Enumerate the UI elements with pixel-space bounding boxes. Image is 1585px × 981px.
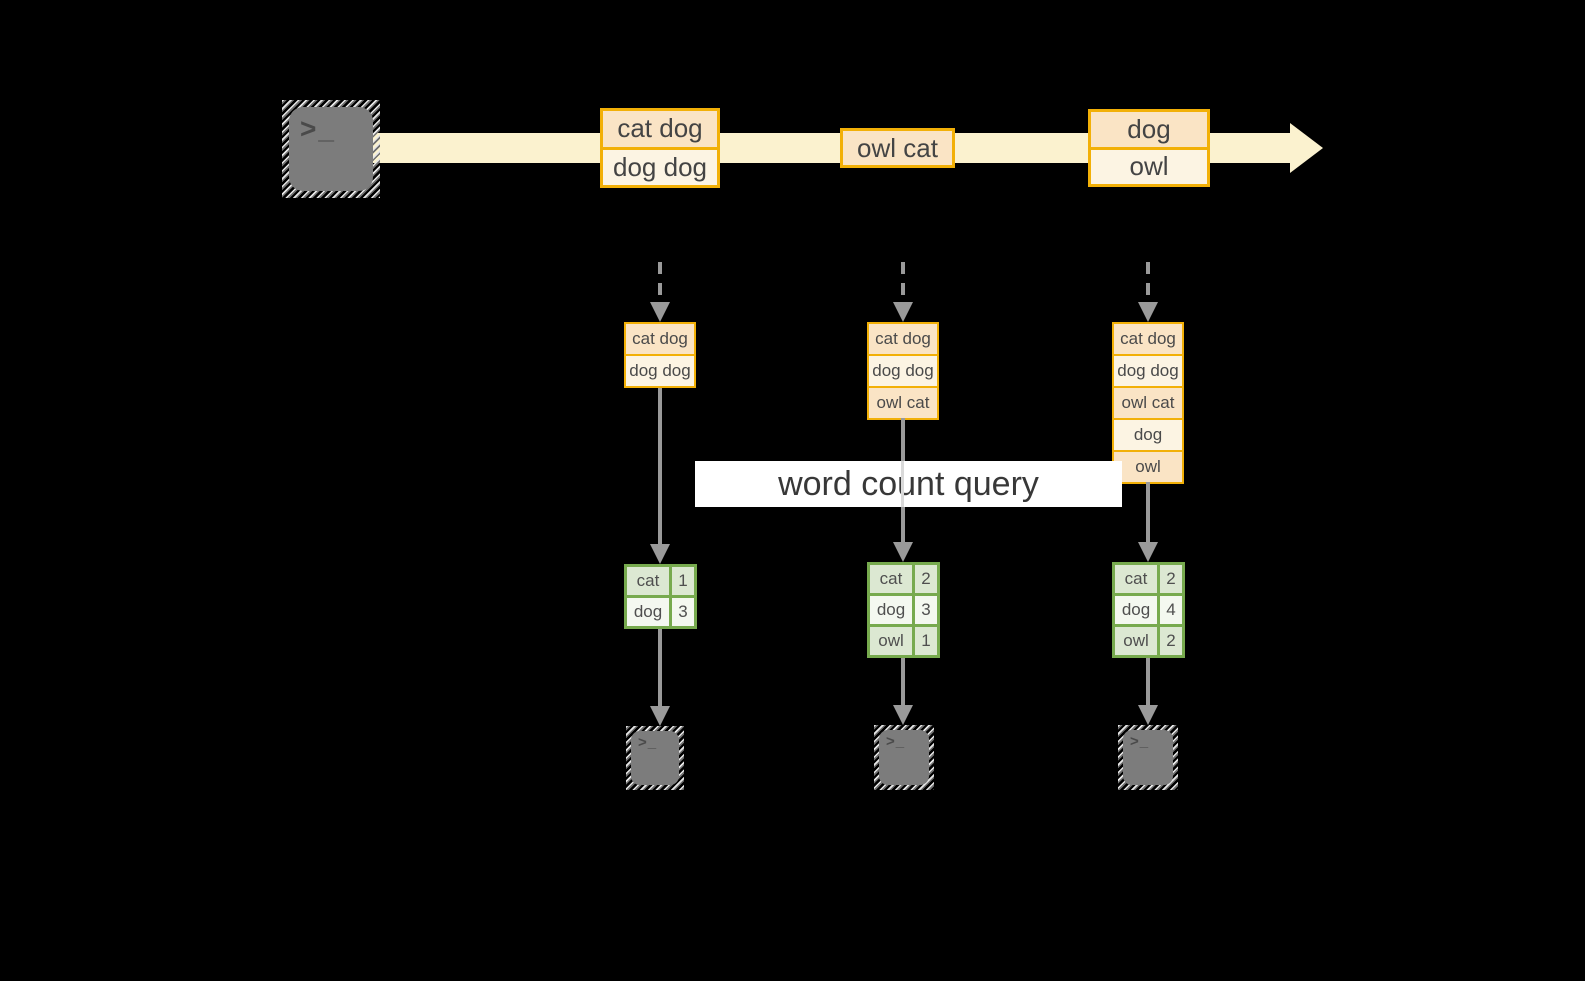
terminal-sink-body: >_ xyxy=(631,731,679,785)
output-arrow-2 xyxy=(901,658,905,705)
stack-row: cat dog xyxy=(626,324,694,354)
table-cell-word: cat xyxy=(627,567,669,595)
query-arrow-1 xyxy=(658,388,662,544)
wordcount-table-2: cat 2 dog 3 owl 1 xyxy=(867,562,940,658)
output-arrowhead-2-icon xyxy=(893,705,913,725)
wordcount-table-1: cat 1 dog 3 xyxy=(624,564,697,629)
terminal-sink-icon-3: >_ xyxy=(1118,725,1178,790)
table-cell-word: dog xyxy=(1115,596,1157,624)
query-arrowhead-1-icon xyxy=(650,544,670,564)
message-box-3: dog owl xyxy=(1088,109,1210,187)
table-cell-count: 2 xyxy=(915,565,937,593)
stack-row: dog dog xyxy=(1114,354,1182,386)
output-arrow-1 xyxy=(658,629,662,706)
stack-row: owl xyxy=(1114,450,1182,482)
table-cell-count: 1 xyxy=(672,567,694,595)
terminal-prompt-icon: >_ xyxy=(300,113,336,144)
terminal-source-icon: >_ xyxy=(282,100,380,198)
message-line: dog dog xyxy=(603,146,717,185)
table-cell-count: 2 xyxy=(1160,565,1182,593)
message-line: dog xyxy=(1091,112,1207,147)
terminal-prompt-icon: >_ xyxy=(1130,733,1150,750)
message-line: owl xyxy=(1091,146,1207,184)
dashed-arrowhead-2-icon xyxy=(893,302,913,322)
terminal-sink-icon-2: >_ xyxy=(874,725,934,790)
stack-row: dog dog xyxy=(626,354,694,386)
timeline-arrowhead-icon xyxy=(1290,123,1323,173)
table-cell-word: cat xyxy=(1115,565,1157,593)
stack-row: dog xyxy=(1114,418,1182,450)
query-band: word count query xyxy=(695,461,1122,507)
query-arrowhead-2-icon xyxy=(893,542,913,562)
dashed-arrow-3 xyxy=(1146,262,1150,302)
stack-row: cat dog xyxy=(869,324,937,354)
stack-row: dog dog xyxy=(869,354,937,386)
table-cell-word: dog xyxy=(870,596,912,624)
dashed-arrowhead-1-icon xyxy=(650,302,670,322)
table-cell-count: 3 xyxy=(915,596,937,624)
stack-row: owl cat xyxy=(869,386,937,418)
terminal-sink-icon-1: >_ xyxy=(626,726,684,790)
table-cell-word: cat xyxy=(870,565,912,593)
table-cell-word: owl xyxy=(1115,627,1157,655)
stream-stack-3: cat dog dog dog owl cat dog owl xyxy=(1112,322,1184,484)
query-arrowhead-3-icon xyxy=(1138,542,1158,562)
table-cell-count: 2 xyxy=(1160,627,1182,655)
stack-row: owl cat xyxy=(1114,386,1182,418)
table-cell-count: 1 xyxy=(915,627,937,655)
wordcount-table-3: cat 2 dog 4 owl 2 xyxy=(1112,562,1185,658)
terminal-sink-body: >_ xyxy=(879,730,929,785)
output-arrowhead-3-icon xyxy=(1138,705,1158,725)
dashed-arrow-2 xyxy=(901,262,905,302)
stream-stack-1: cat dog dog dog xyxy=(624,322,696,388)
query-band-line-overlay xyxy=(901,461,904,507)
dashed-arrow-1 xyxy=(658,262,662,302)
table-cell-count: 4 xyxy=(1160,596,1182,624)
terminal-prompt-icon: >_ xyxy=(638,734,658,751)
message-box-2: owl cat xyxy=(840,128,955,168)
message-line: owl cat xyxy=(843,131,952,165)
dashed-arrowhead-3-icon xyxy=(1138,302,1158,322)
terminal-prompt-icon: >_ xyxy=(886,733,906,750)
table-cell-count: 3 xyxy=(672,598,694,626)
output-arrowhead-1-icon xyxy=(650,706,670,726)
stream-stack-2: cat dog dog dog owl cat xyxy=(867,322,939,420)
message-box-1: cat dog dog dog xyxy=(600,108,720,188)
query-label: word count query xyxy=(778,464,1039,503)
output-arrow-3 xyxy=(1146,658,1150,705)
stack-row: cat dog xyxy=(1114,324,1182,354)
query-arrow-3 xyxy=(1146,482,1150,542)
table-cell-word: dog xyxy=(627,598,669,626)
message-line: cat dog xyxy=(603,111,717,147)
terminal-sink-body: >_ xyxy=(1123,730,1173,785)
table-cell-word: owl xyxy=(870,627,912,655)
terminal-source-body: >_ xyxy=(289,107,373,191)
